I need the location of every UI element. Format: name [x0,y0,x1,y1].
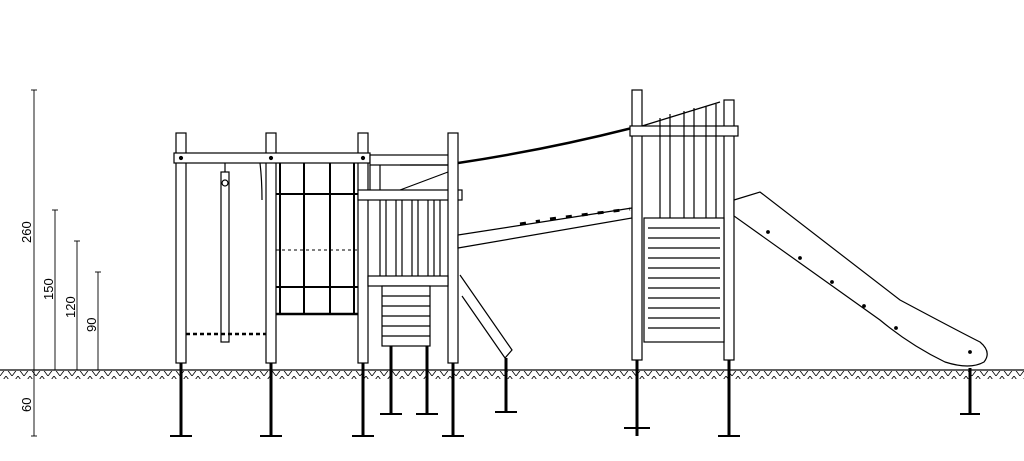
dimension-label-260: 260 [19,221,34,243]
swing-frame [170,132,374,437]
dimension-label-90: 90 [84,318,99,332]
dimension-lines [31,89,101,437]
slide [733,191,988,415]
dimension-label-120: 120 [63,296,78,318]
climbing-net [276,163,358,316]
high-tower [624,89,740,437]
ground [0,369,1024,379]
low-tower [357,132,517,437]
dimension-label-60: 60 [19,398,34,412]
dimension-label-150: 150 [41,278,56,300]
rope-bridge [457,126,633,249]
